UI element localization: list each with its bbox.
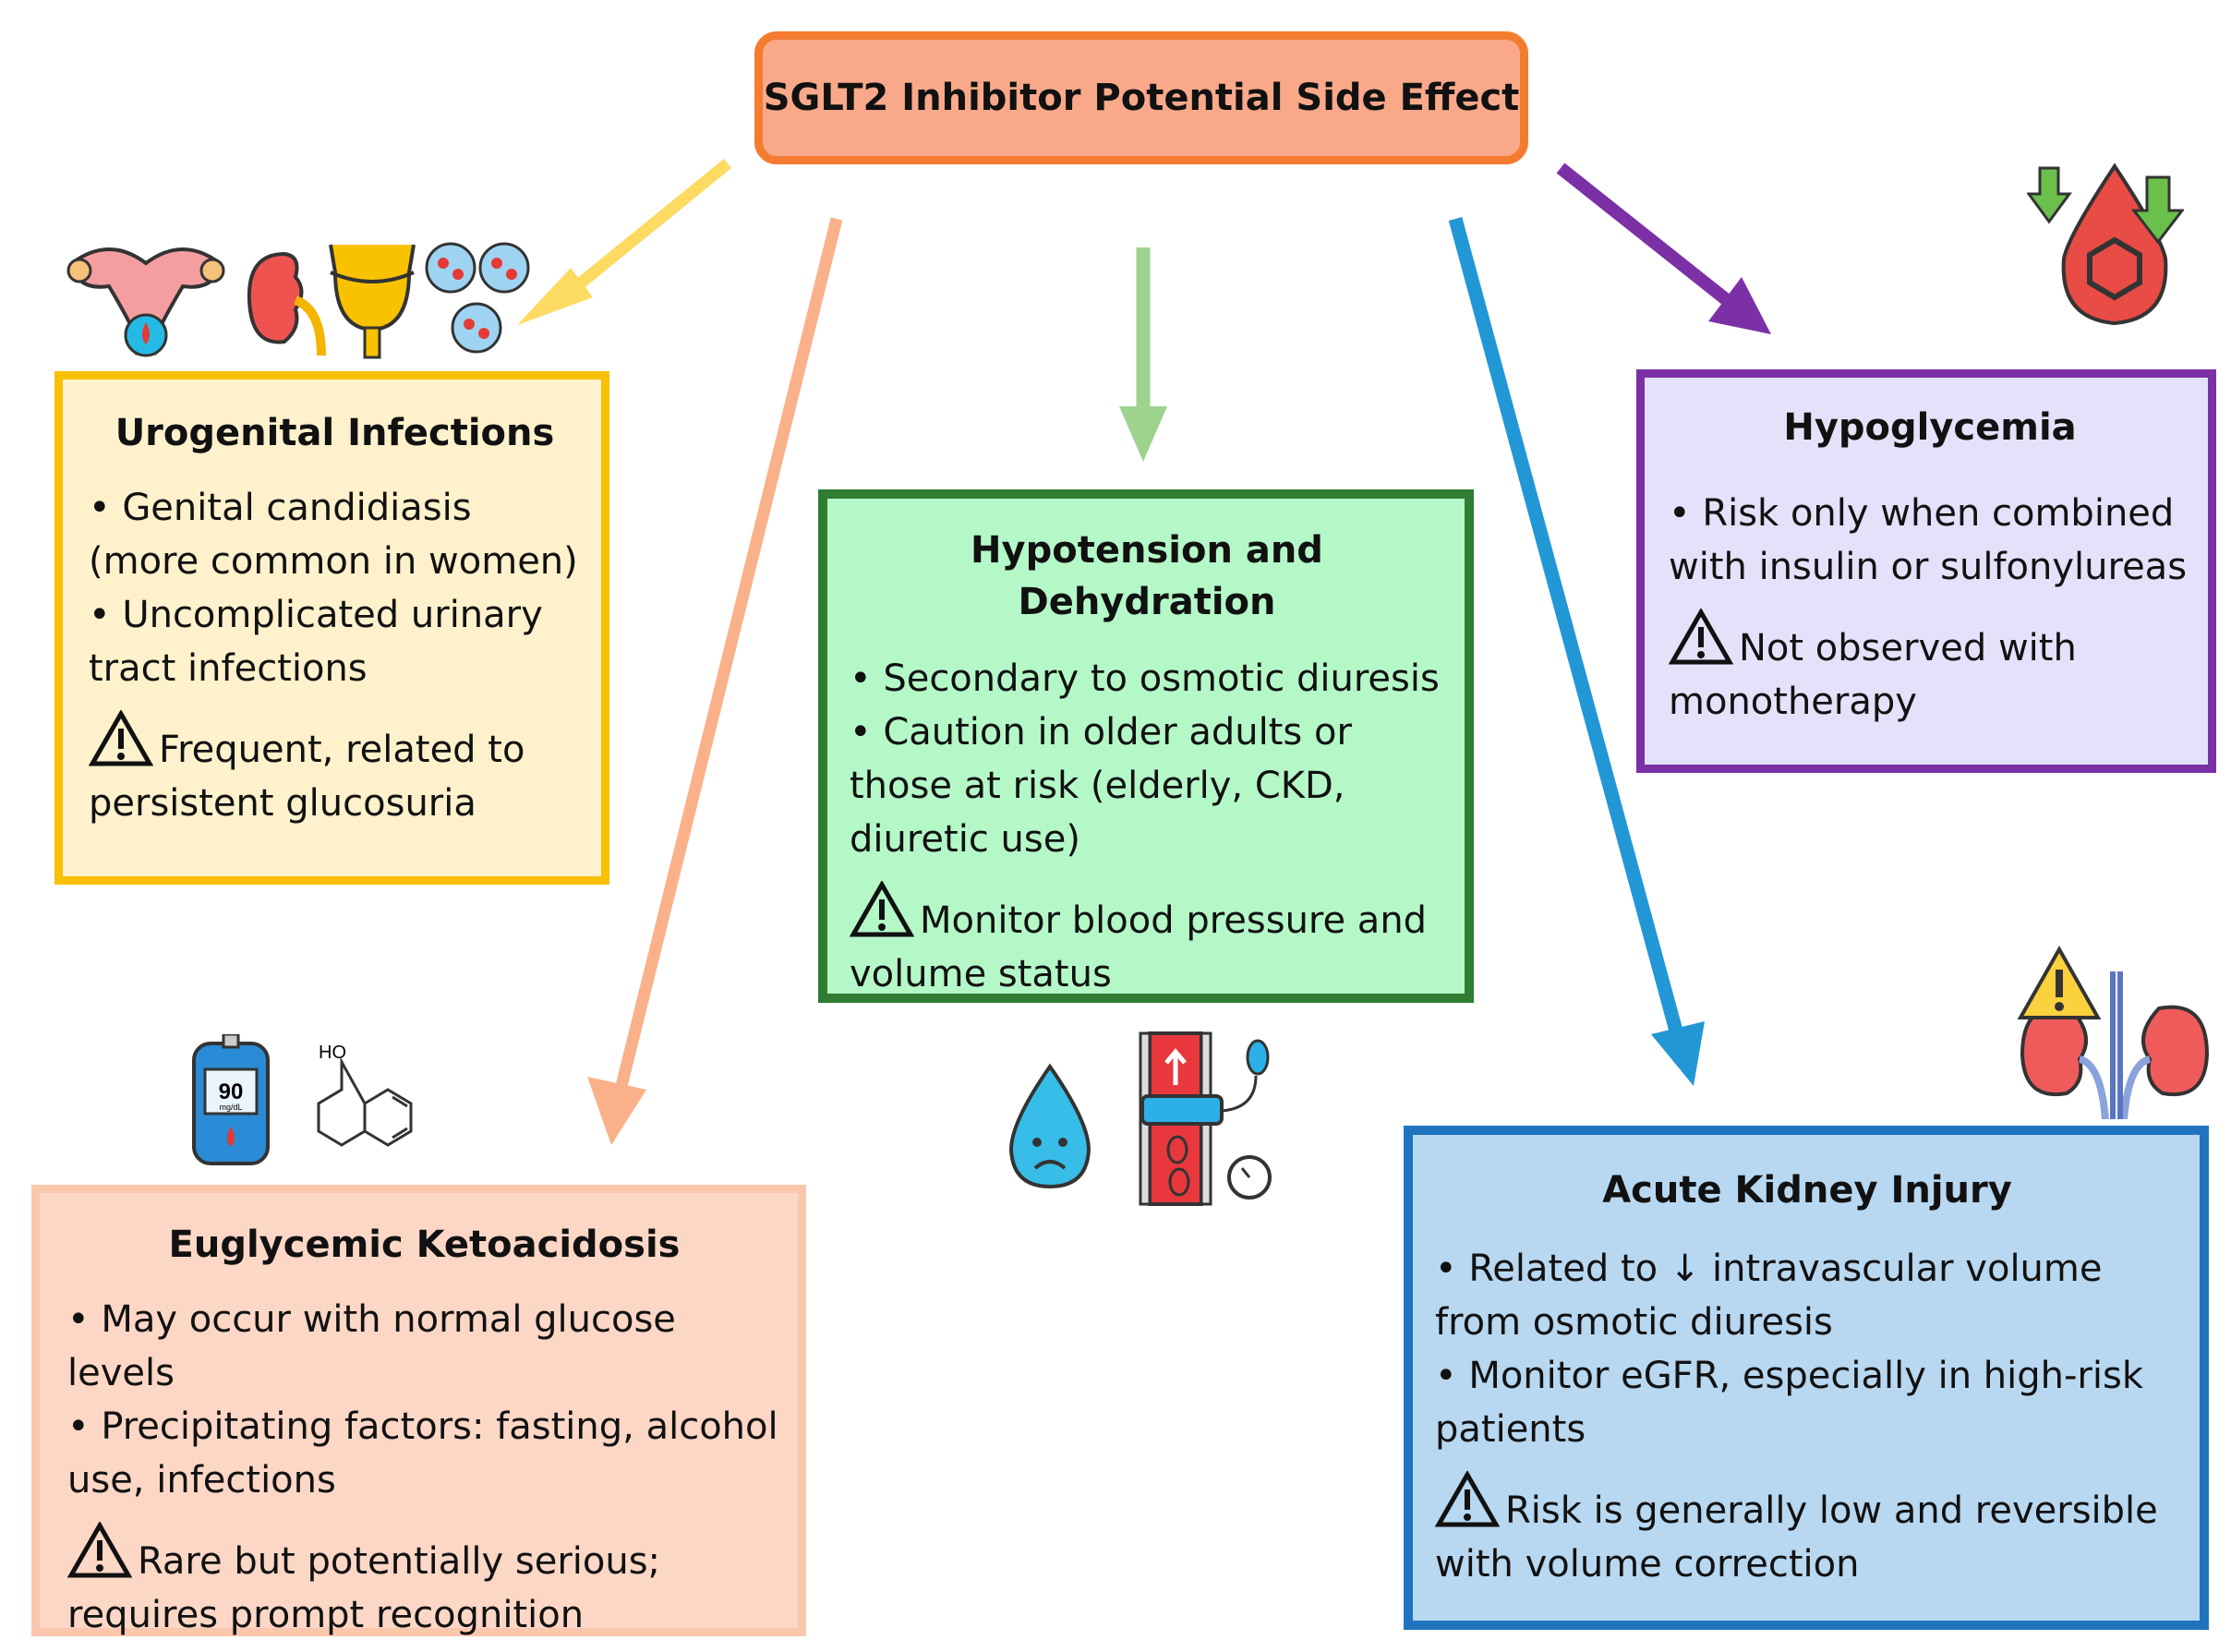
card-urogenital-infections: Urogenital Infections Genital candidiasi… [54, 371, 609, 885]
warning-icon [89, 710, 153, 766]
bacteria-icon [425, 242, 530, 354]
arrow-to-ketoacidosis [587, 217, 843, 1145]
urogenital-icons [66, 242, 530, 359]
bullet-item: Risk only when combined with insulin or … [1669, 487, 2191, 594]
card-heading: Acute Kidney Injury [1602, 1169, 2012, 1212]
warning-note: Monitor blood pressure and volume status [850, 881, 1444, 1001]
glucometer-icon: 90 mg/dL [192, 1034, 270, 1165]
low-blood-glucose-icon [2027, 163, 2184, 326]
molecule-label: HO [319, 1043, 346, 1063]
blood-pressure-cuff-icon [1139, 1031, 1272, 1206]
card-heading: Hypoglycemia [1783, 406, 2077, 449]
warning-icon [1435, 1471, 1500, 1527]
bullet-item: May occur with normal glucose levels [67, 1293, 781, 1400]
card-hypoglycemia: Hypoglycemia Risk only when combined wit… [1636, 369, 2216, 773]
warning-note-text: Not observed with monotherapy [1669, 627, 2077, 723]
diagram-title: SGLT2 Inhibitor Potential Side Effect [754, 31, 1528, 164]
arrow-to-hypotension [1119, 247, 1167, 462]
warning-note-text: Frequent, related to persistent glucosur… [89, 729, 525, 825]
warning-note-text: Monitor blood pressure and volume status [850, 899, 1428, 995]
arrow-to-urogenital [517, 158, 732, 325]
arrow-to-hypoglycemia [1556, 163, 1771, 334]
bullet-item: Caution in older adults or those at risk… [850, 705, 1444, 866]
bullet-item: Uncomplicated urinary tract infections [89, 588, 581, 695]
card-heading: Euglycemic Ketoacidosis [168, 1224, 681, 1266]
warning-note-text: Risk is generally low and reversible wit… [1435, 1489, 2158, 1586]
warning-note-text: Rare but potentially serious; requires p… [67, 1540, 661, 1636]
warning-note: Frequent, related to persistent glucosur… [89, 710, 581, 830]
bladder-icon [329, 244, 416, 359]
bullet-item: Monitor eGFR, especially in high-risk pa… [1435, 1349, 2179, 1456]
warning-icon [850, 881, 914, 937]
kidney-warning-icon [2017, 945, 2210, 1119]
glucometer-reading: 90 [219, 1079, 244, 1104]
warning-note: Rare but potentially serious; requires p… [67, 1522, 781, 1642]
warning-icon [67, 1522, 132, 1578]
warning-note: Not observed with monotherapy [1669, 609, 2191, 729]
glucometer-unit: mg/dL [219, 1103, 242, 1112]
kidney-icon [247, 251, 326, 356]
bullet-item: Secondary to osmotic diuresis [850, 652, 1444, 705]
card-heading: Urogenital Infections [115, 412, 555, 454]
warning-icon [1669, 609, 1733, 665]
bullet-item: Related to ↓ intravascular volume from o… [1435, 1242, 2179, 1349]
card-hypotension-dehydration: Hypotension and Dehydration Secondary to… [818, 489, 1474, 1003]
card-euglycemic-ketoacidosis: Euglycemic Ketoacidosis May occur with n… [31, 1185, 806, 1636]
bullet-item: Genital candidiasis (more common in wome… [89, 481, 581, 588]
ketone-molecule-icon: HO [317, 1043, 413, 1147]
card-heading: Hypotension and Dehydration [971, 529, 1323, 623]
uterus-icon [66, 247, 225, 357]
card-acute-kidney-injury: Acute Kidney Injury Related to ↓ intrava… [1404, 1126, 2209, 1630]
ketoacidosis-icons: 90 mg/dL HO [192, 1034, 413, 1165]
warning-note: Risk is generally low and reversible wit… [1435, 1471, 2179, 1591]
bullet-item: Precipitating factors: fasting, alcohol … [67, 1400, 781, 1507]
sad-water-drop-icon [1008, 1063, 1091, 1189]
arrow-to-kidney-injury [1448, 217, 1705, 1086]
hypotension-icons [1008, 1031, 1272, 1206]
